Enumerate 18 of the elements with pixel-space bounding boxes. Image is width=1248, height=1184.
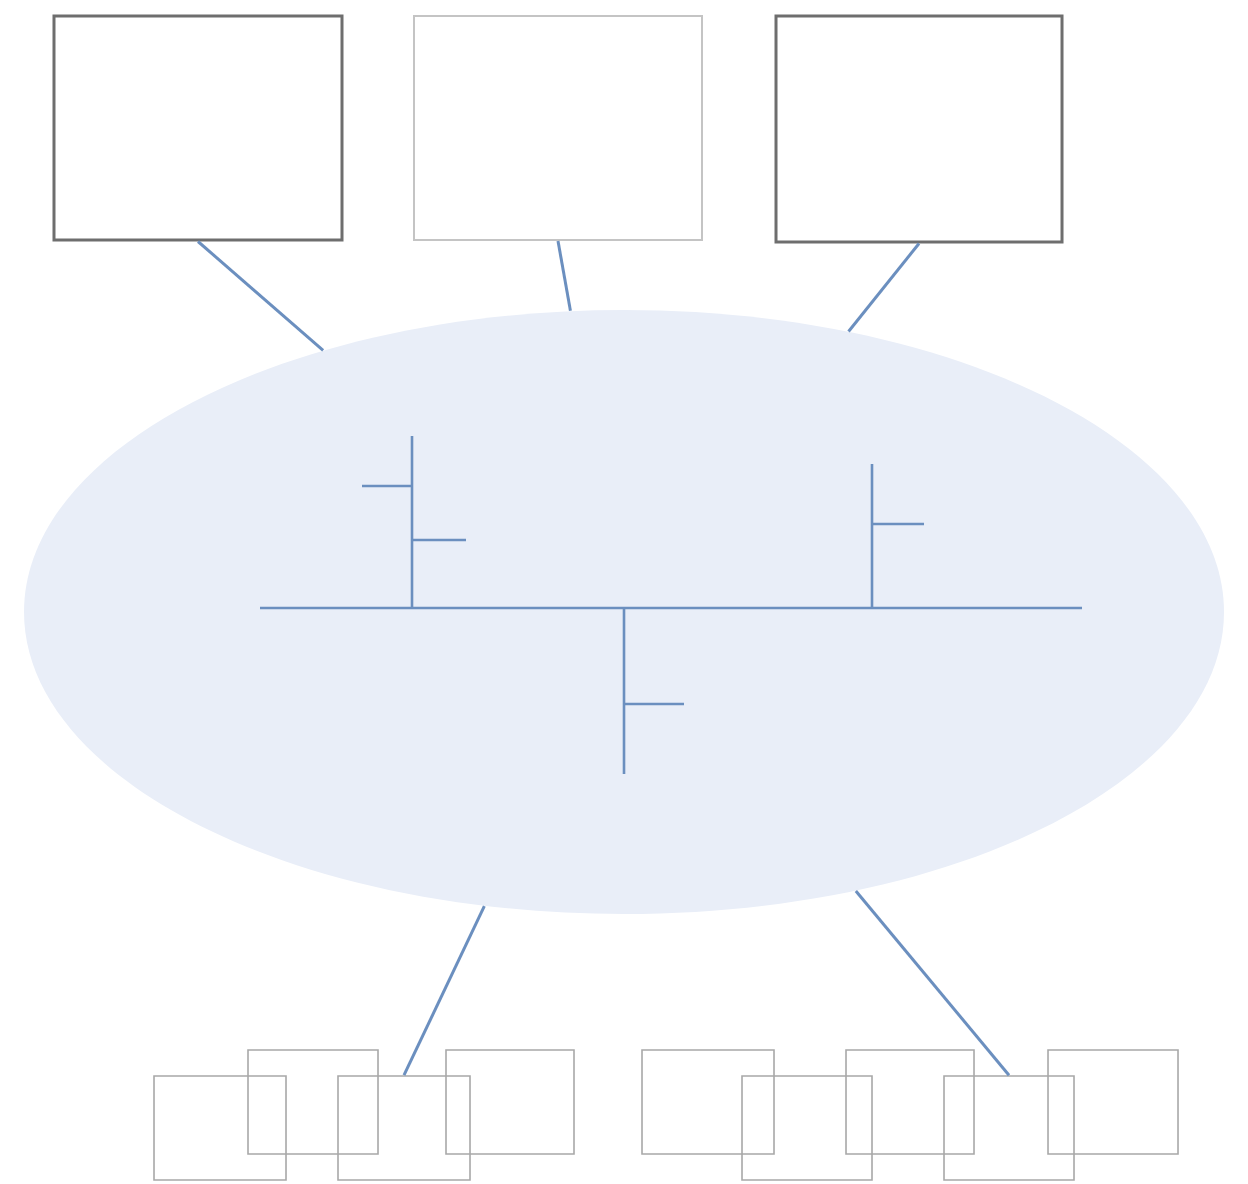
box [337, 1075, 471, 1181]
box [741, 1075, 873, 1181]
box [52, 14, 344, 242]
connector-line [847, 242, 921, 333]
box [943, 1075, 1075, 1181]
connector-line [854, 890, 1011, 1077]
connector-line [197, 240, 325, 352]
connector-line [556, 240, 572, 312]
connector-line [402, 905, 486, 1076]
box [845, 1049, 975, 1155]
box [247, 1049, 379, 1155]
box [413, 15, 703, 241]
box [774, 14, 1064, 244]
box [445, 1049, 575, 1155]
box [641, 1049, 775, 1155]
ellipse [24, 310, 1224, 914]
box [153, 1075, 287, 1181]
box [1047, 1049, 1179, 1155]
